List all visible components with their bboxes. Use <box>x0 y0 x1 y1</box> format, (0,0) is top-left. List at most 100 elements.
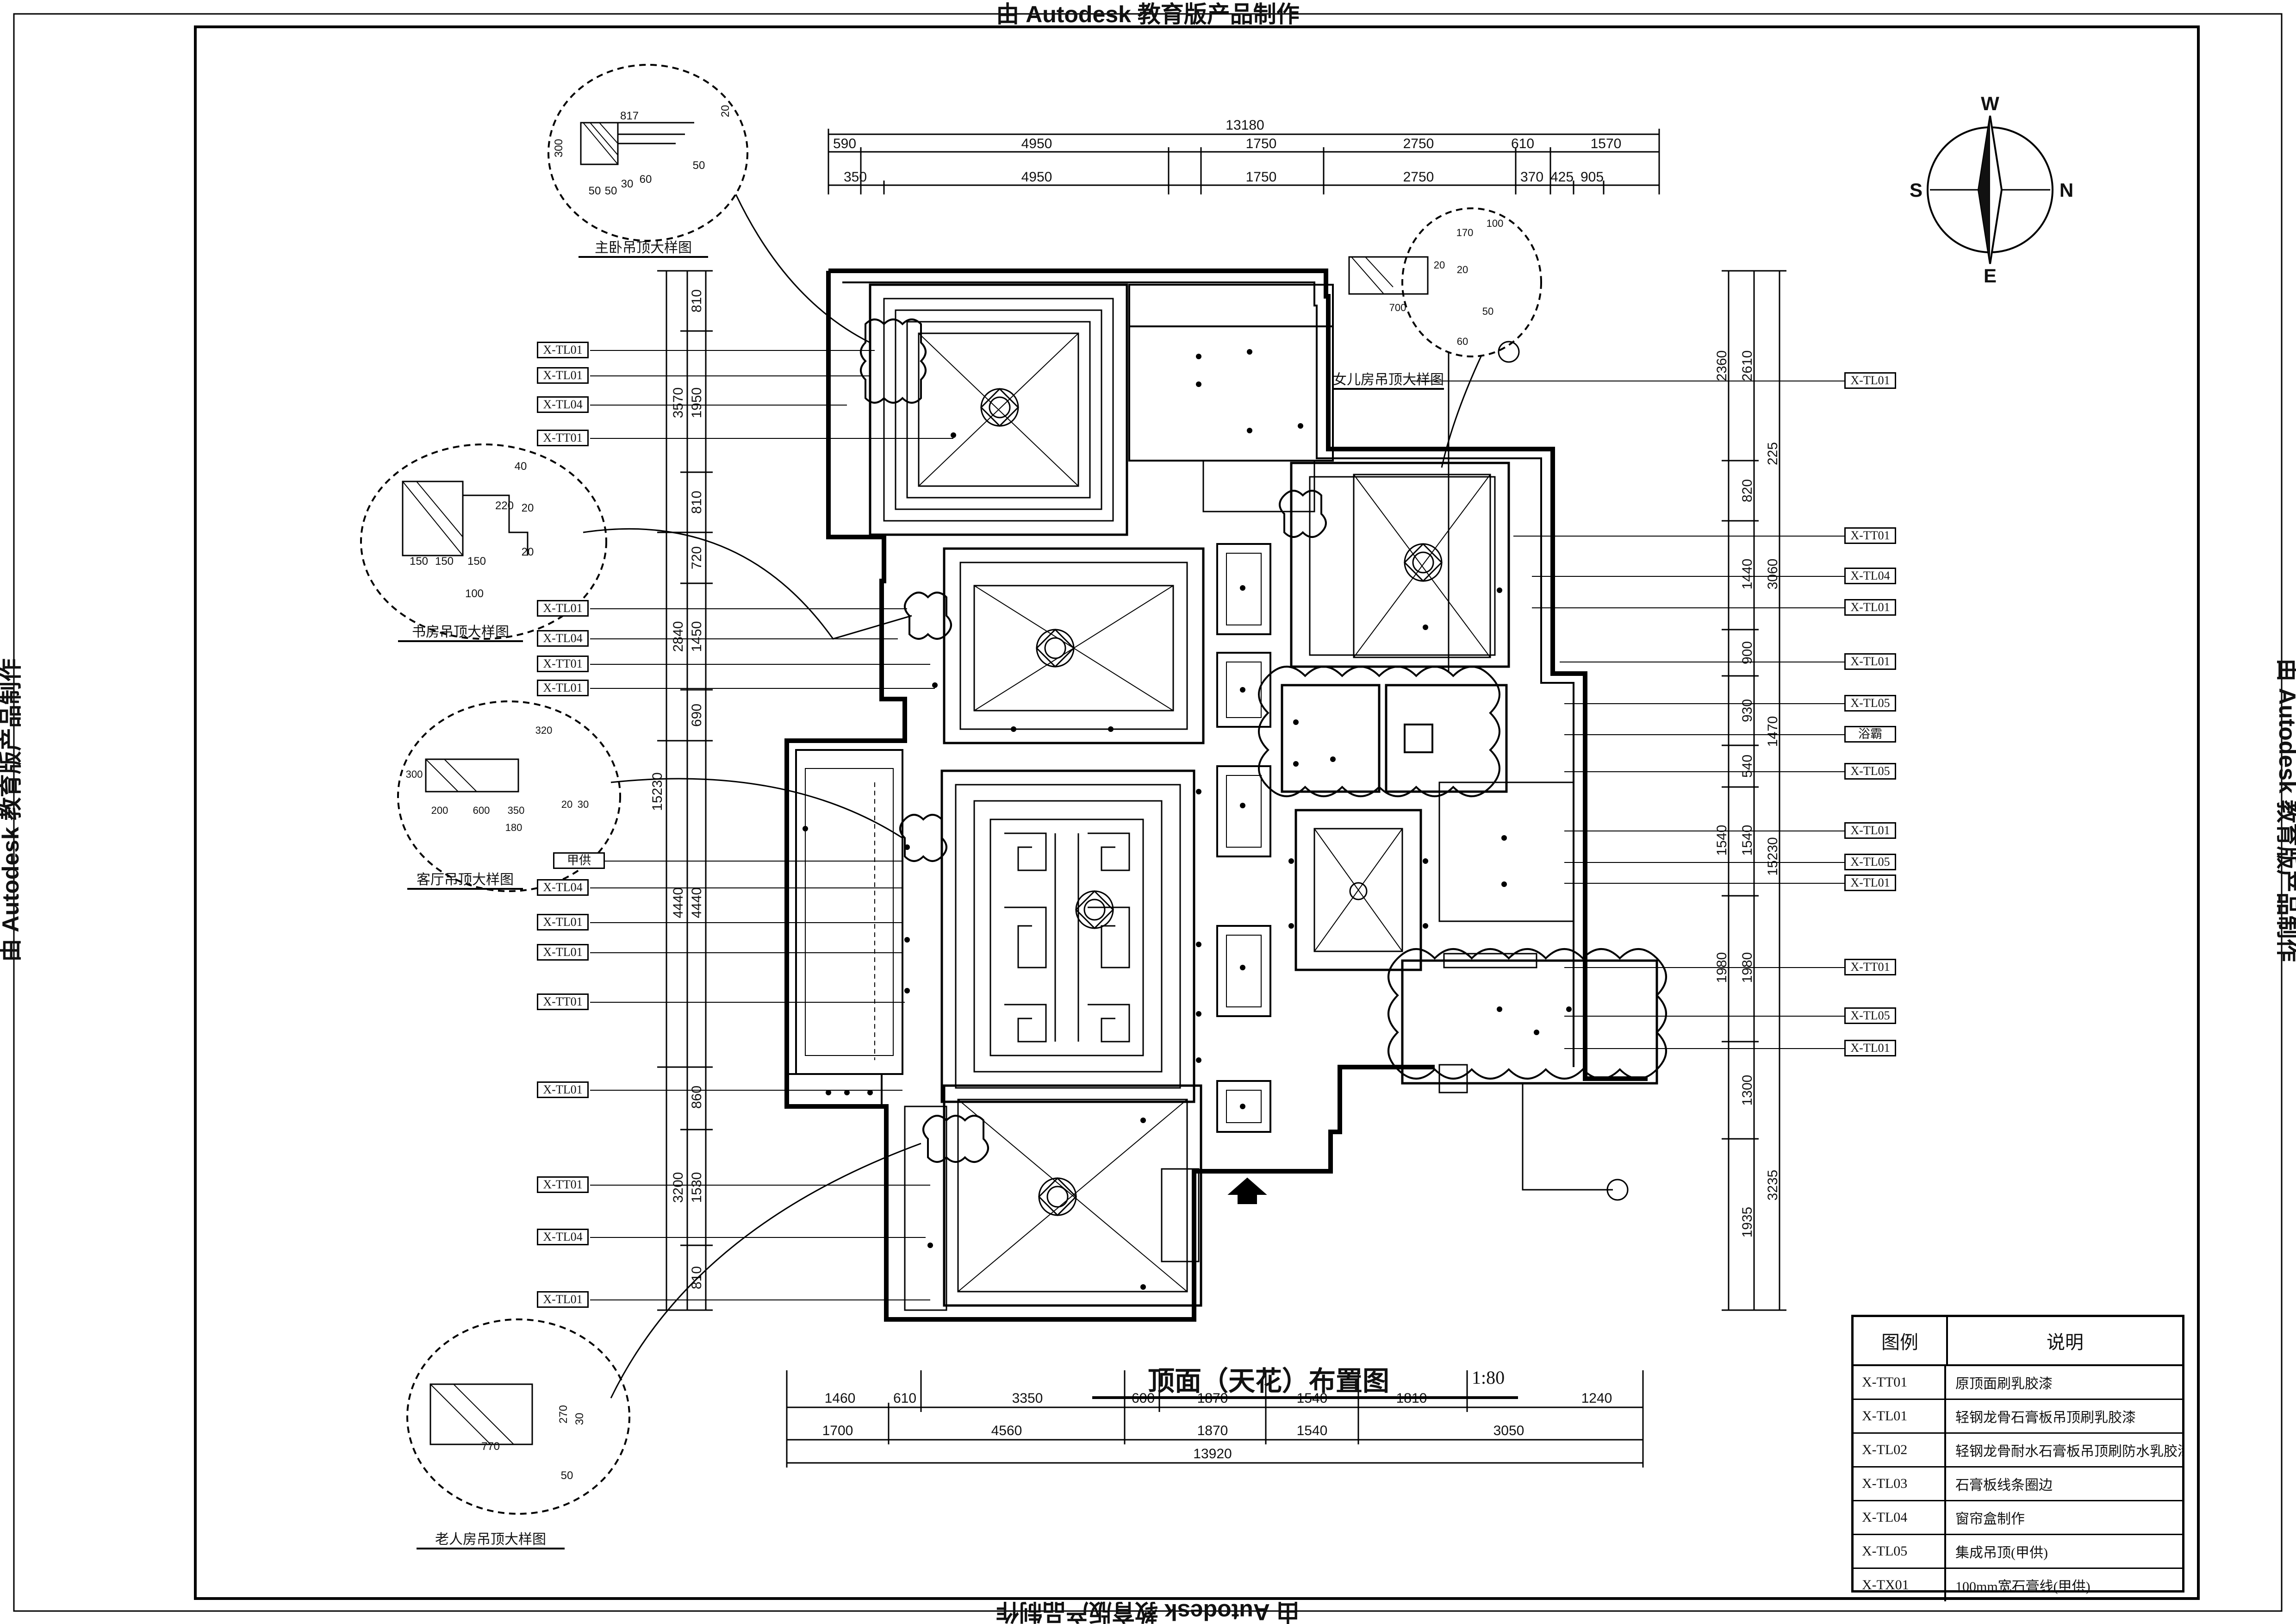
dim-left-in-5: 690 <box>689 704 704 727</box>
legend-description: 集成吊顶(甲供) <box>1955 1545 2048 1561</box>
study-ceiling <box>943 547 1205 744</box>
legend-description: 轻钢龙骨耐水石膏板吊顶刷防水乳胶漆 <box>1955 1444 2182 1459</box>
tag-right-1: X-TT01 <box>1844 527 1896 544</box>
dim-top-r1-3: 2750 <box>1403 136 1434 151</box>
tag-left-9: X-TL04 <box>537 879 589 896</box>
legend-code: X-TL02 <box>1854 1434 1946 1466</box>
detail-dim-elder-0: 270 <box>557 1405 570 1424</box>
dim-top-r1-2: 1750 <box>1246 136 1277 151</box>
dim-top-r2-3: 2750 <box>1403 169 1434 185</box>
tag-right-8: X-TL01 <box>1844 822 1896 839</box>
legend-header: 图例 说明 <box>1854 1317 2182 1366</box>
dim-left-out-3: 3200 <box>671 1172 686 1203</box>
dim-left-in-8: 1530 <box>689 1172 704 1203</box>
detail-dim-study-0: 40 <box>515 460 527 473</box>
dim-top-r1-1: 4950 <box>1021 136 1052 151</box>
top-dimensions <box>828 129 1660 194</box>
detail-dim-living-2: 200 <box>431 805 448 816</box>
tag-left-2: X-TL04 <box>537 396 589 413</box>
detail-dim-living-3: 600 <box>473 805 490 816</box>
chandelier-icon <box>1075 890 1114 930</box>
outer-wall-inner <box>842 281 1574 1067</box>
legend-code: X-TL05 <box>1854 1535 1946 1568</box>
dim-right-in-1: 820 <box>1740 479 1755 502</box>
dim-top-r2-2: 1750 <box>1246 169 1277 185</box>
dim-right-in-4: 930 <box>1740 699 1755 722</box>
legend-description: 原顶面刷乳胶漆 <box>1955 1376 2053 1392</box>
detail-dim-daughter-0: 170 <box>1456 227 1474 238</box>
dim-left-in-6: 4440 <box>689 887 704 918</box>
dim-top-r1-5: 1570 <box>1591 136 1622 151</box>
dim-right-in-9: 1935 <box>1740 1207 1755 1238</box>
tag-left-10: X-TL01 <box>537 914 589 931</box>
bottom-dimensions <box>786 1370 1644 1468</box>
drawing-frame <box>194 25 2200 1600</box>
dim-right-mid-0: 2360 <box>1714 350 1730 381</box>
detail-dim-master-6: 60 <box>640 173 652 186</box>
elder-bedroom-ceiling <box>943 1084 1202 1307</box>
left-tag-leaders <box>590 350 953 1300</box>
right-dimensions <box>1722 270 1786 1311</box>
floor-plan <box>784 269 1658 1322</box>
legend-code: X-TL01 <box>1854 1400 1946 1432</box>
dim-right-in-6: 1540 <box>1740 825 1755 856</box>
dim-right-small: 225 <box>1765 442 1780 465</box>
dim-top-r1-0: 590 <box>833 136 856 151</box>
tag-left-4: X-TL01 <box>537 600 589 617</box>
living-room-ceiling <box>940 769 1195 1103</box>
detail-dim-study-7: 100 <box>465 587 484 600</box>
detail-dim-elder-1: 30 <box>573 1413 586 1425</box>
dim-right-total: 15230 <box>1765 837 1780 875</box>
drawing-scale: 1:80 <box>1472 1367 1505 1388</box>
north-compass: W E S N <box>1910 93 2073 287</box>
dim-bot-total: 13920 <box>1193 1446 1232 1462</box>
detail-dim-elder-3: 50 <box>561 1469 573 1482</box>
watermark-left: 由 Autodesk 教育版产品制作 <box>0 658 24 962</box>
dim-right-mid-2: 1470 <box>1765 716 1780 747</box>
tag-right-2: X-TL04 <box>1844 568 1896 584</box>
dim-left-in-2: 810 <box>689 491 704 514</box>
watermark-top: 由 Autodesk 教育版产品制作 <box>996 1 1300 27</box>
compass-w: W <box>1981 93 1999 114</box>
compass-needle-fill <box>1979 116 1990 264</box>
tag-left-15: X-TL04 <box>537 1229 589 1245</box>
detail-dim-study-5: 150 <box>435 555 454 568</box>
dim-right-in-3: 900 <box>1740 641 1755 664</box>
detail-dim-study-3: 20 <box>522 546 534 558</box>
tag-left-0: X-TL01 <box>537 342 589 358</box>
detail-dim-daughter-1: 100 <box>1487 218 1504 229</box>
dim-left-out-1: 2840 <box>671 621 686 652</box>
detail-label-living: 客厅吊顶大样图 <box>417 872 514 887</box>
detail-dim-master-4: 50 <box>605 185 617 197</box>
tag-left-8: 甲供 <box>553 852 605 869</box>
legend-code: X-TL04 <box>1854 1501 1946 1534</box>
dim-bot-r2-0: 1700 <box>822 1423 853 1438</box>
watermark-bottom: 由 Autodesk 教育版产品制作 <box>996 1599 1300 1624</box>
detail-dim-living-5: 180 <box>505 822 523 833</box>
watermark-right: 由 Autodesk 教育版产品制作 <box>2274 658 2296 962</box>
drawing-title-block: 顶面（天花）布置图 1:80 <box>1092 1356 1518 1399</box>
dim-left-total: 15230 <box>650 772 665 811</box>
dim-left-out-0: 3570 <box>671 387 686 418</box>
tag-left-16: X-TL01 <box>537 1291 589 1308</box>
dim-right-in-0: 2610 <box>1740 350 1755 381</box>
dim-top-r2-5: 425 <box>1550 169 1574 185</box>
dim-right-mid-3: 1540 <box>1714 825 1730 856</box>
dim-top-r2-4: 370 <box>1520 169 1543 185</box>
dim-left-in-1: 1950 <box>689 387 704 418</box>
detail-dim-daughter-4: 50 <box>1482 306 1493 317</box>
compass-s: S <box>1910 179 1923 201</box>
detail-sections <box>402 122 1429 1445</box>
detail-dim-master-3: 50 <box>589 185 601 197</box>
detail-dim-study-1: 20 <box>522 502 534 514</box>
detail-dim-master-0: 300 <box>553 139 565 157</box>
kitchen-ceiling <box>1401 959 1658 1085</box>
detail-dim-study-4: 150 <box>410 555 428 568</box>
detail-dim-daughter-2: 20 <box>1434 259 1445 271</box>
detail-label-study: 书房吊顶大样图 <box>412 625 509 640</box>
